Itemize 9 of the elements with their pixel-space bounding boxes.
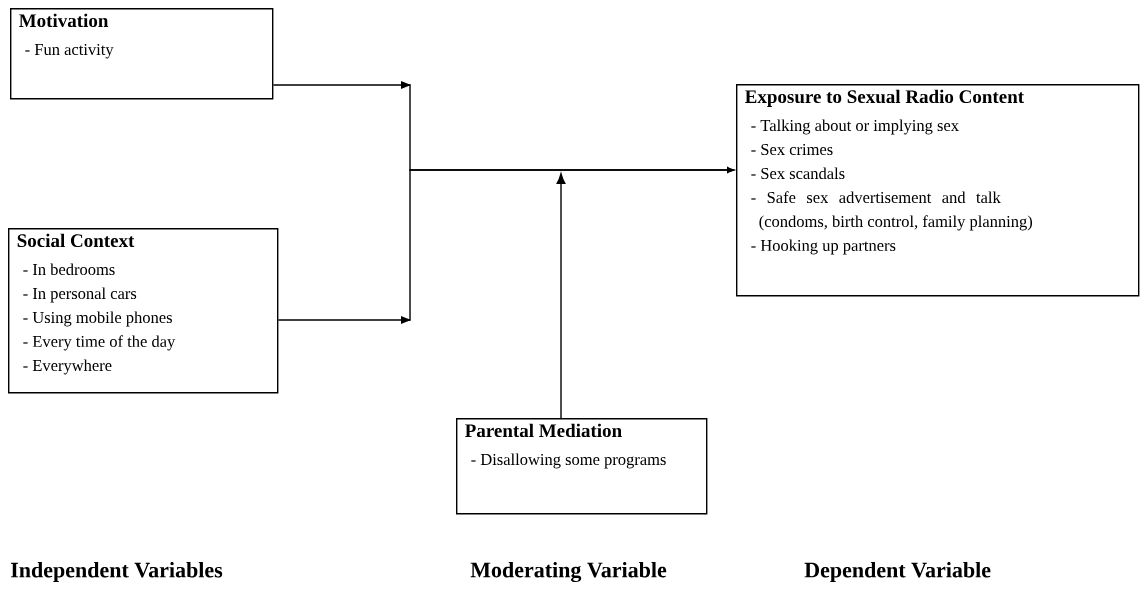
column-heading: Independent Variables <box>10 562 223 582</box>
variable-box: Parental Mediation - Disallowing some programs <box>456 418 708 515</box>
arrow <box>556 173 566 419</box>
variable-box: Exposure to Sexual Radio Content - Talking about or implying sex - Sex crimes - Sex scandals - Safe sex advertisement and talk (condoms, birth control, family planning) - Hooking up partners <box>736 84 1140 297</box>
column-heading: Dependent Variable <box>804 562 991 582</box>
variable-box: Motivation - Fun activity <box>10 8 274 100</box>
column-heading: Moderating Variable <box>470 561 667 583</box>
variable-box: Social Context - In bedrooms - In personal cars - Using mobile phones - Every time of the day - Everywhere <box>8 228 279 394</box>
arrow <box>277 167 734 324</box>
